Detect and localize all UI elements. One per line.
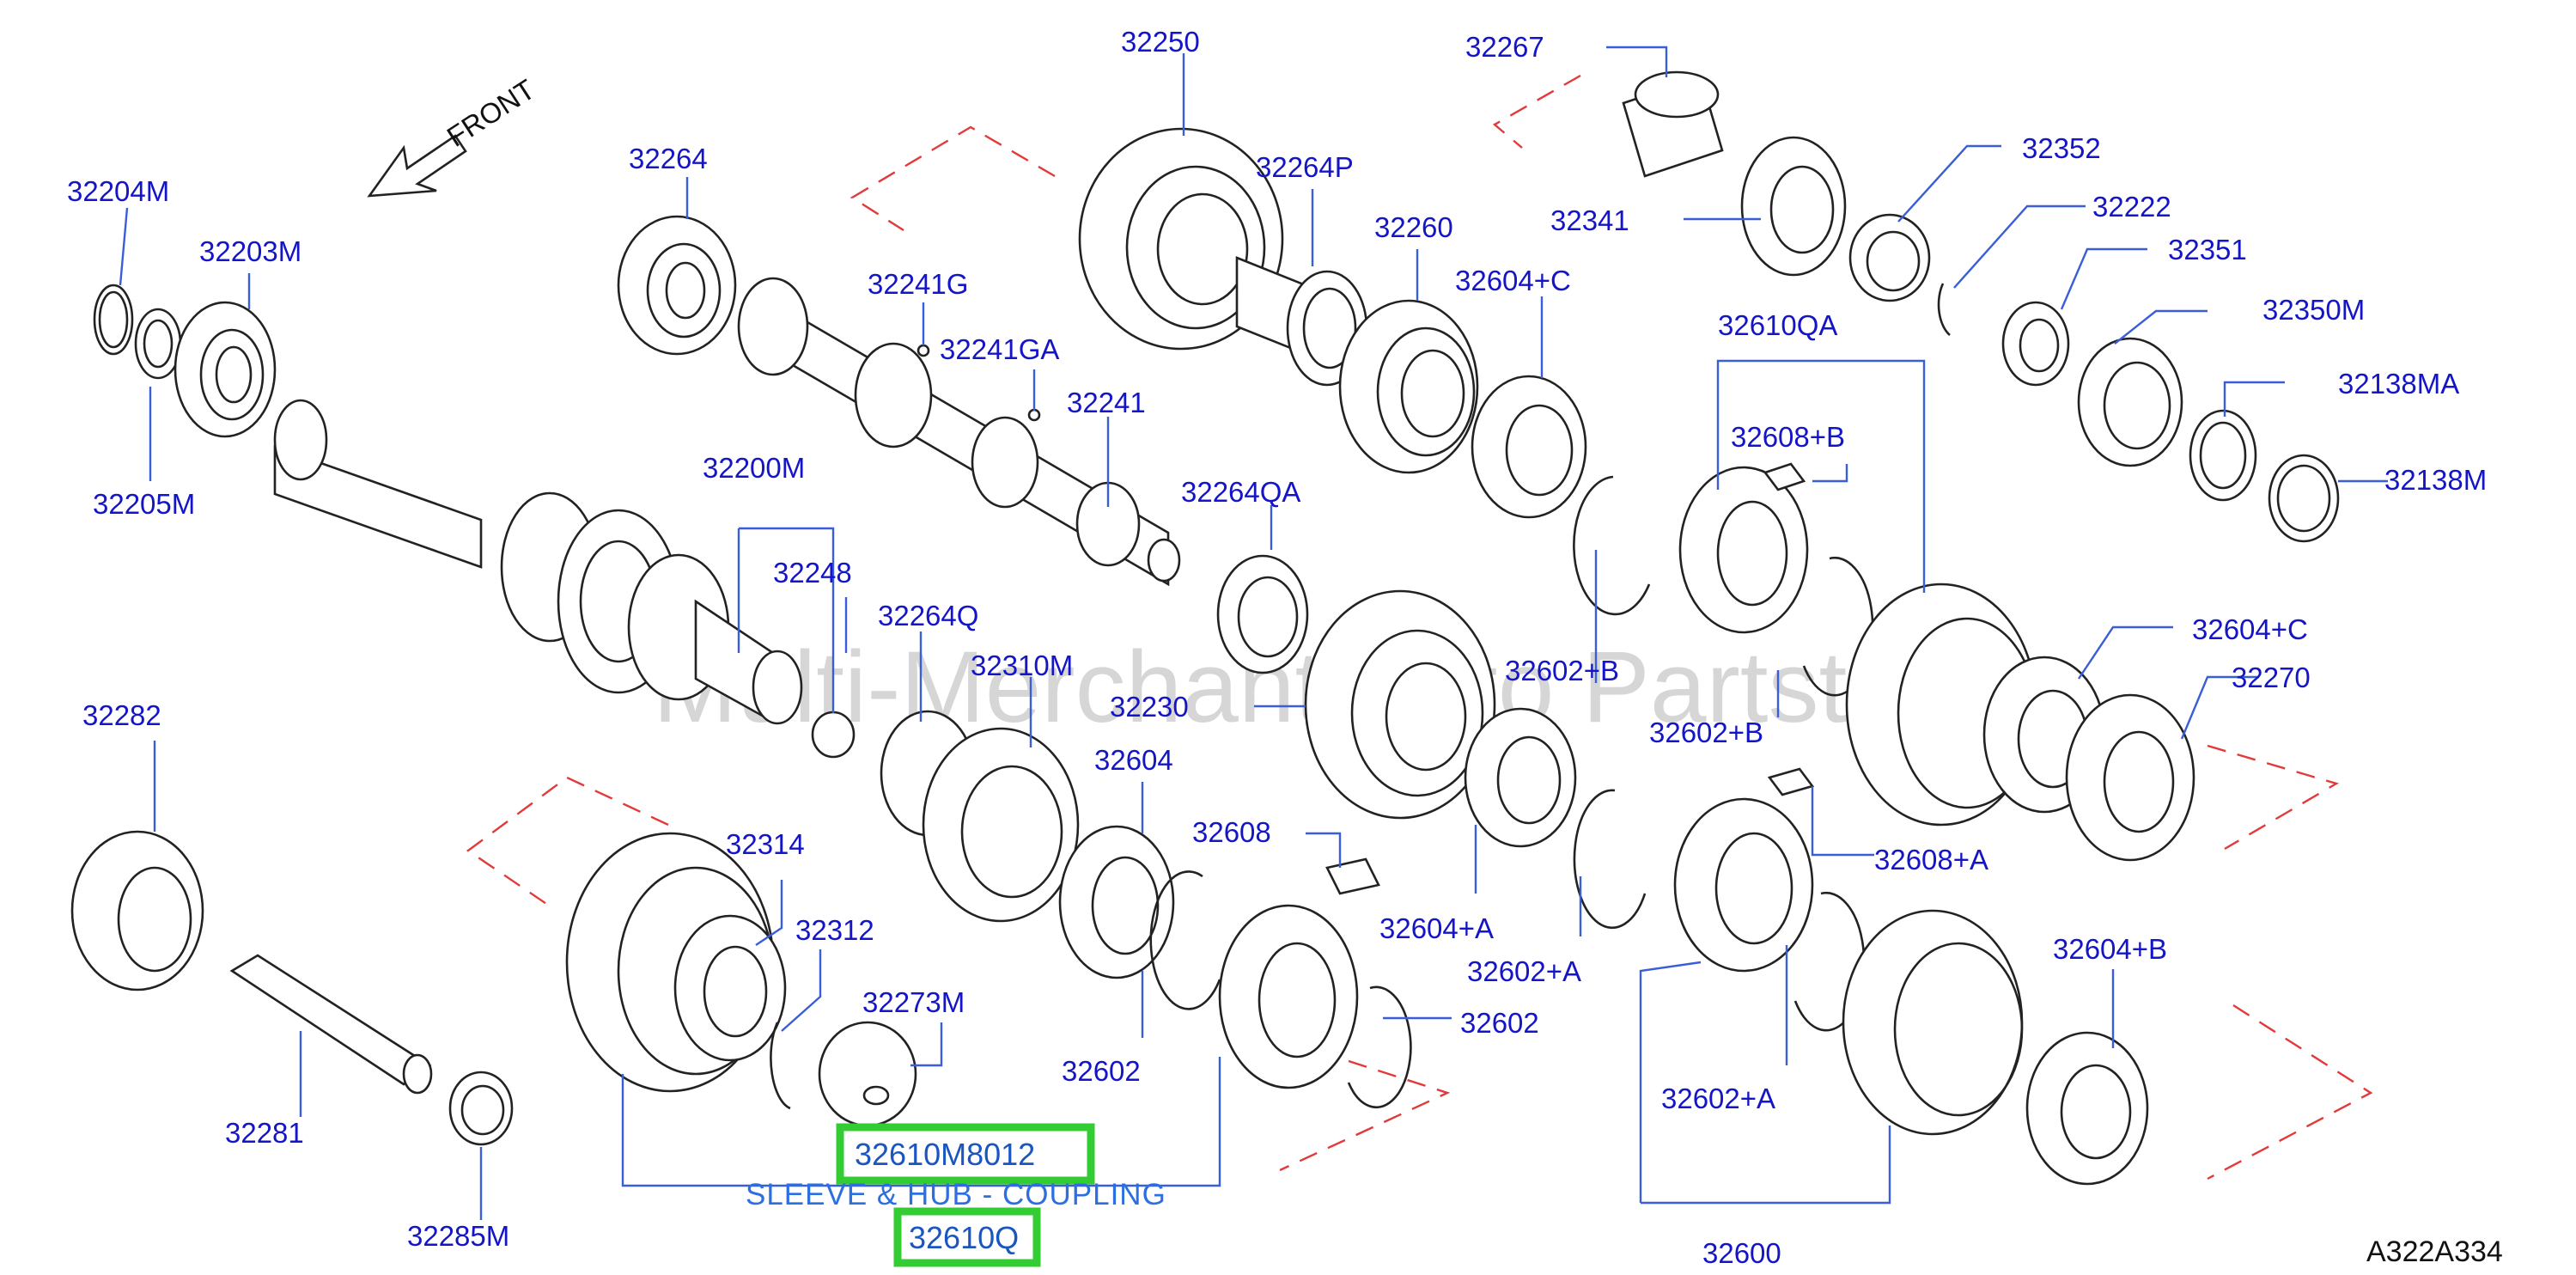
label-32351[interactable]: 32351 [2168, 234, 2247, 265]
label-32264Q[interactable]: 32264Q [878, 600, 978, 631]
highlight-part-number[interactable]: 32610M8012 [855, 1137, 1035, 1172]
label-32205M[interactable]: 32205M [93, 488, 195, 520]
label-32610QA[interactable]: 32610QA [1718, 309, 1837, 341]
label-32608A[interactable]: 32608+A [1874, 844, 1988, 875]
label-32273M[interactable]: 32273M [862, 986, 965, 1018]
label-32310M[interactable]: 32310M [971, 650, 1073, 681]
label-32604[interactable]: 32604 [1094, 744, 1173, 776]
highlight-box-callout [893, 1207, 1041, 1267]
label-32203M[interactable]: 32203M [199, 235, 301, 267]
label-32264[interactable]: 32264 [629, 143, 708, 174]
label-32602[interactable]: 32602 [1062, 1055, 1141, 1087]
label-32604C-top[interactable]: 32604+C [1455, 265, 1571, 296]
label-32314[interactable]: 32314 [726, 828, 805, 860]
label-32352[interactable]: 32352 [2022, 132, 2101, 164]
label-32138M[interactable]: 32138M [2384, 464, 2487, 496]
label-32602A-a[interactable]: 32602+A [1467, 955, 1581, 987]
part-drawings [70, 70, 2340, 1186]
label-32264QA[interactable]: 32264QA [1181, 476, 1300, 508]
label-32608B[interactable]: 32608+B [1731, 421, 1845, 453]
label-32222[interactable]: 32222 [2092, 191, 2171, 223]
leader-lines [119, 46, 2388, 1220]
label-32600[interactable]: 32600 [1702, 1237, 1781, 1269]
highlight-callout[interactable]: 32610Q [909, 1220, 1019, 1255]
label-32602A-b[interactable]: 32602+A [1661, 1083, 1775, 1114]
label-32270[interactable]: 32270 [2232, 662, 2311, 693]
label-32204M[interactable]: 32204M [67, 175, 169, 207]
diagram-ref: A322A334 [2366, 1235, 2503, 1268]
front-label: FRONT [442, 73, 540, 153]
label-32604C-mid[interactable]: 32604+C [2192, 613, 2308, 645]
label-32230[interactable]: 32230 [1110, 691, 1189, 723]
label-32267[interactable]: 32267 [1465, 31, 1544, 63]
label-32200M[interactable]: 32200M [703, 452, 805, 484]
highlighted-part: 32610M8012 SLEEVE & HUB - COUPLING 32610… [746, 1123, 1166, 1267]
label-32312[interactable]: 32312 [795, 914, 874, 946]
label-32604B[interactable]: 32604+B [2053, 933, 2167, 965]
highlight-description: SLEEVE & HUB - COUPLING [746, 1178, 1166, 1211]
label-32241GA[interactable]: 32241GA [940, 333, 1059, 365]
label-32341[interactable]: 32341 [1550, 204, 1629, 236]
guide-lines [466, 74, 2373, 1180]
label-32602-b[interactable]: 32602 [1460, 1007, 1539, 1039]
label-32138MA[interactable]: 32138MA [2338, 368, 2459, 400]
part-labels: 32250 32267 32264 32264P 32352 32204M 32… [67, 26, 2487, 1269]
label-32264P[interactable]: 32264P [1256, 151, 1354, 183]
label-32282[interactable]: 32282 [82, 699, 161, 731]
label-32260[interactable]: 32260 [1374, 211, 1453, 243]
label-32241G[interactable]: 32241G [868, 268, 968, 300]
label-32608[interactable]: 32608 [1192, 816, 1271, 848]
front-arrow-icon [367, 134, 467, 198]
label-32281[interactable]: 32281 [225, 1117, 304, 1149]
label-32604A[interactable]: 32604+A [1379, 912, 1494, 944]
label-32350M[interactable]: 32350M [2262, 294, 2365, 326]
label-32250[interactable]: 32250 [1121, 26, 1200, 58]
highlight-box-part-number [836, 1123, 1095, 1185]
label-32241[interactable]: 32241 [1067, 387, 1146, 418]
label-32602B-b[interactable]: 32602+B [1649, 717, 1763, 748]
label-32285M[interactable]: 32285M [407, 1220, 509, 1252]
label-32602B-a[interactable]: 32602+B [1505, 655, 1619, 686]
label-32248[interactable]: 32248 [773, 557, 852, 589]
